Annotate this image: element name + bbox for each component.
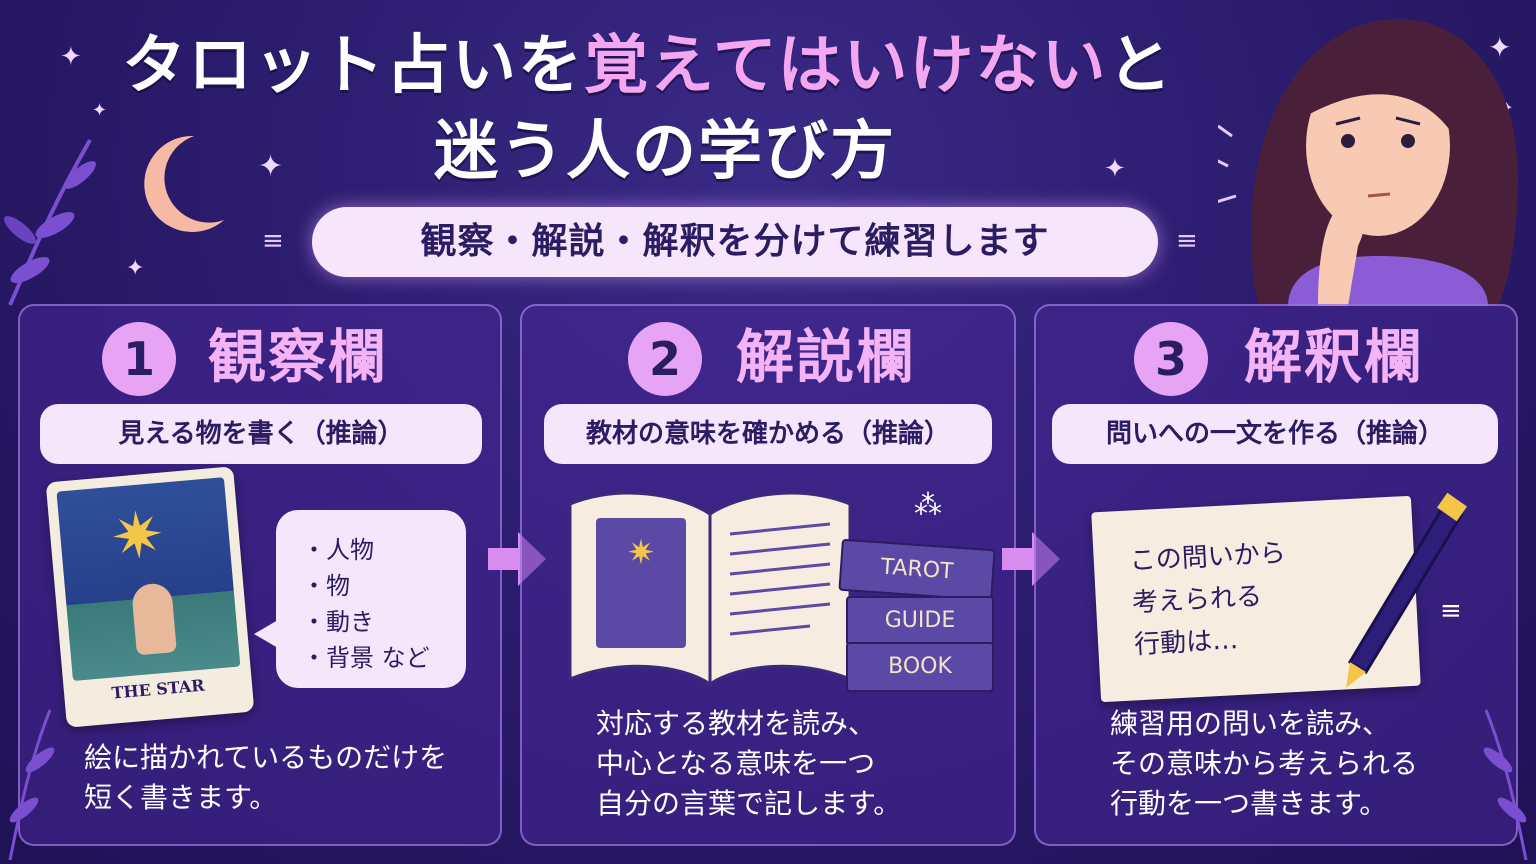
panel-pill: 教材の意味を確かめる（推論）	[544, 404, 992, 464]
tarot-card-image: ✷ THE STAR	[45, 466, 255, 728]
list-item: ・人物	[302, 536, 374, 564]
panel-title: 観察欄	[208, 323, 389, 391]
panel-description: 絵に描かれているものだけを 短く書きます。	[84, 741, 448, 814]
bubble-tail	[254, 620, 278, 648]
sparkle-icon: ⁂	[914, 488, 942, 521]
note-line: この問いから	[1129, 538, 1287, 577]
title-highlight: 覚えてはいけない	[584, 29, 1108, 103]
panel-description: 対応する教材を読み、 中心となる意味を一つ 自分の言葉で記します。	[596, 707, 902, 820]
observation-bubble: ・人物 ・物 ・動き ・背景 など	[276, 510, 466, 688]
sparkle-icon: ✦	[258, 149, 284, 184]
sparkle-icon: ≡	[1176, 226, 1198, 256]
book-guide: GUIDE	[846, 596, 994, 646]
sparkle-icon: ✦	[60, 42, 82, 72]
page-title-line-1: タロット占いを覚えてはいけないと	[122, 29, 1174, 103]
panel-title: 解釈欄	[1244, 323, 1425, 391]
leaf-icon	[1483, 709, 1528, 860]
panel-pill: 問いへの一文を作る（推論）	[1052, 404, 1498, 464]
book-tarot: TAROT	[838, 538, 996, 602]
sparkle-icon: ≡	[262, 226, 284, 256]
leaf-icon	[8, 709, 55, 860]
subtitle-pill: 観察・解説・解釈を分けて練習します	[312, 207, 1158, 277]
panel-description: 練習用の問いを読み、 その意味から考えられる 行動を一つ書きます。	[1110, 707, 1419, 820]
list-item: ・背景 など	[302, 644, 430, 672]
open-book-illustration: ✷	[568, 491, 852, 687]
svg-text:✷: ✷	[627, 533, 656, 573]
leaf-icon	[4, 139, 96, 306]
panel-pill: 見える物を書く（推論）	[40, 404, 482, 464]
page-title-line-2: 迷う人の学び方	[434, 115, 896, 189]
thinking-woman-illustration	[1218, 19, 1518, 306]
sparkle-icon: ✦	[92, 100, 108, 121]
book-book: BOOK	[846, 642, 994, 692]
sparkle-icon: ✦	[126, 256, 145, 281]
step-number-badge: 1	[102, 322, 176, 396]
figure-icon	[130, 582, 177, 656]
sparkle-icon: ✦	[1104, 154, 1126, 184]
list-item: ・動き	[302, 608, 374, 636]
moon-icon	[144, 135, 224, 232]
sparkle-icon: ≡	[1440, 596, 1462, 626]
list-item: ・物	[302, 572, 350, 600]
panel-title: 解説欄	[736, 323, 917, 391]
pen-icon	[1346, 492, 1467, 688]
step-number-badge: 2	[628, 322, 702, 396]
star-icon: ✷	[107, 497, 168, 577]
sparkle-icon: ✦	[1488, 31, 1512, 64]
step-number-badge: 3	[1134, 322, 1208, 396]
note-line: 行動は…	[1133, 625, 1239, 661]
